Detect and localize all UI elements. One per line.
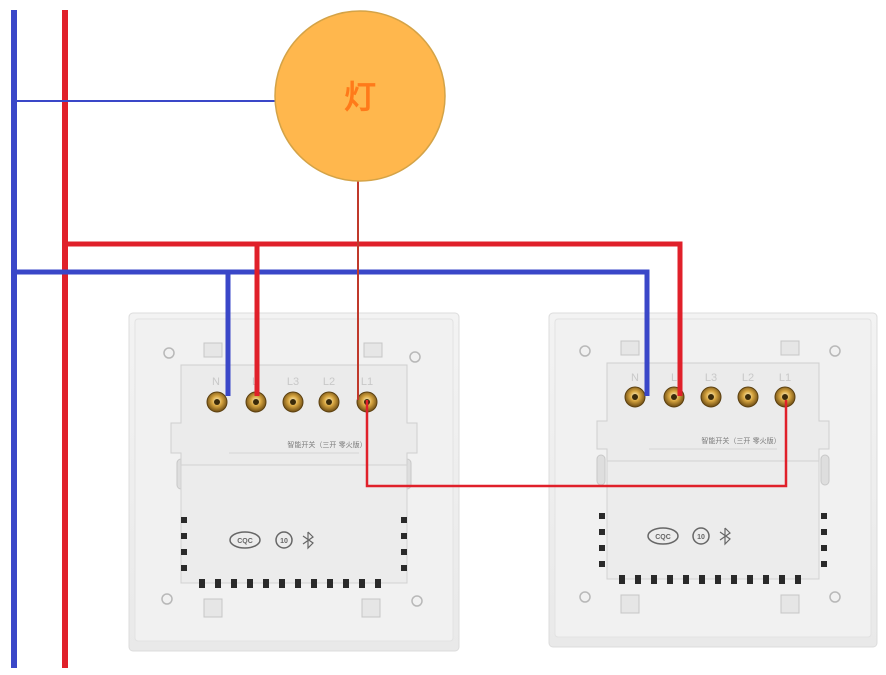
- mount-hole: [163, 347, 175, 359]
- lamp-label: 灯: [344, 78, 376, 116]
- live-to-switches-wire: [65, 241, 683, 396]
- mount-hole: [409, 351, 421, 363]
- clip-tab: [361, 598, 381, 618]
- clip-tab: [780, 340, 800, 356]
- cqc-logo: [647, 527, 679, 545]
- switch-panel-right: N L L3 L2 L1 智能开关（三开 零火版） CQC 10: [548, 312, 878, 648]
- side-slot: [596, 454, 606, 486]
- mount-hole: [161, 593, 173, 605]
- neutral-to-switches-wire: [14, 269, 650, 396]
- clip-tab: [363, 342, 383, 358]
- terminal-label-l2: L2: [742, 372, 754, 384]
- rating-logo-text: 10: [280, 538, 288, 545]
- clip-tab: [203, 598, 223, 618]
- clip-tab: [780, 594, 800, 614]
- vent-slots-bottom: [199, 579, 381, 588]
- rating-logo: [275, 531, 293, 549]
- l1-traveler-wire: [365, 400, 788, 488]
- lamp-circle: [274, 10, 446, 182]
- clip-tab: [620, 594, 640, 614]
- terminal-label-l1: L1: [361, 376, 373, 388]
- mount-hole: [411, 595, 423, 607]
- mount-hole: [829, 591, 841, 603]
- product-text: 智能开关（三开 零火版）: [287, 440, 366, 449]
- cqc-logo: [229, 531, 261, 549]
- terminal-label-l: L: [671, 372, 677, 384]
- clip-tab: [620, 340, 640, 356]
- rating-logo-text: 10: [697, 534, 705, 541]
- terminal-label-l2: L2: [323, 376, 335, 388]
- terminal-label-l1: L1: [779, 372, 791, 384]
- bluetooth-icon: [302, 531, 314, 550]
- rating-logo: [692, 527, 710, 545]
- vent-slots-left: [599, 513, 827, 567]
- mount-hole: [829, 345, 841, 357]
- mount-hole: [579, 345, 591, 357]
- terminal-label-n: N: [212, 376, 220, 388]
- vent-slots-left: [181, 517, 407, 571]
- cqc-logo-text: CQC: [237, 538, 253, 545]
- switch-body: [606, 460, 820, 580]
- product-text: 智能开关（三开 零火版）: [701, 436, 780, 445]
- vent-slots-bottom: [619, 575, 801, 584]
- terminal-label-l3: L3: [287, 376, 299, 388]
- cqc-logo-text: CQC: [655, 534, 671, 541]
- mount-hole: [579, 591, 591, 603]
- switch-body: [180, 464, 408, 584]
- terminal-label-l3: L3: [705, 372, 717, 384]
- bluetooth-icon: [719, 527, 731, 546]
- switch-panel-left: N L L3 L2 L1 智能开关（三开 零火版） CQC 10: [128, 312, 460, 652]
- lamp: 灯: [274, 10, 446, 182]
- clip-tab: [203, 342, 223, 358]
- terminal-label-n: N: [631, 372, 639, 384]
- side-slot: [820, 454, 830, 486]
